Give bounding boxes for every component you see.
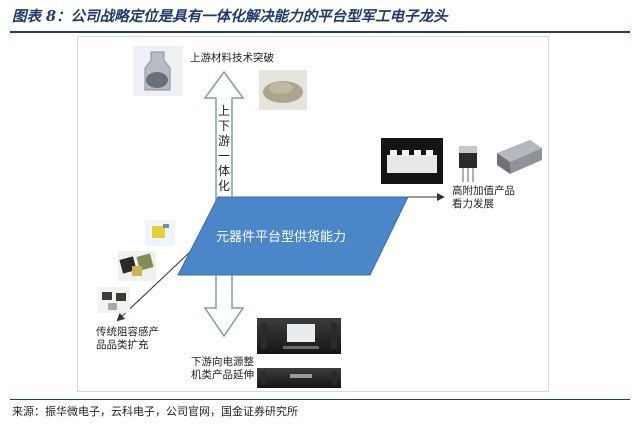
powder-bottle-image [133, 46, 183, 96]
title-divider [10, 31, 630, 33]
diagram-frame [77, 36, 549, 392]
upstream-materials-label: 上游材料技术突破 [190, 52, 274, 64]
figure-title: 图表 8：公司战略定位是具有一体化解决能力的平台型军工电子龙头 [12, 8, 448, 25]
transistor-image [459, 146, 477, 182]
passive-components-label: 传统阻容感产 品品类扩充 [96, 326, 159, 351]
powder-pile-image [259, 70, 307, 110]
figure-source: 来源：振华微电子，云科电子，公司官网，国金证券研究所 [12, 405, 298, 418]
power-chassis-image [257, 368, 341, 388]
platform-parallelogram [177, 196, 409, 276]
source-divider [10, 399, 630, 400]
high-value-products-label: 高附加值产品 看力发展 [452, 185, 515, 210]
platform-label: 元器件平台型供货能力 [216, 229, 347, 244]
resistor-array-image [118, 251, 156, 281]
power-supply-unit-image [257, 318, 341, 354]
vertical-integration-label: 上下游一体化 [217, 104, 230, 193]
dc-module-image [497, 140, 542, 174]
power-module-image [381, 138, 443, 184]
inductor-image [98, 287, 130, 313]
downstream-power-label: 下游向电源整 机类产品延伸 [191, 356, 254, 381]
chip-component-image [145, 220, 175, 246]
